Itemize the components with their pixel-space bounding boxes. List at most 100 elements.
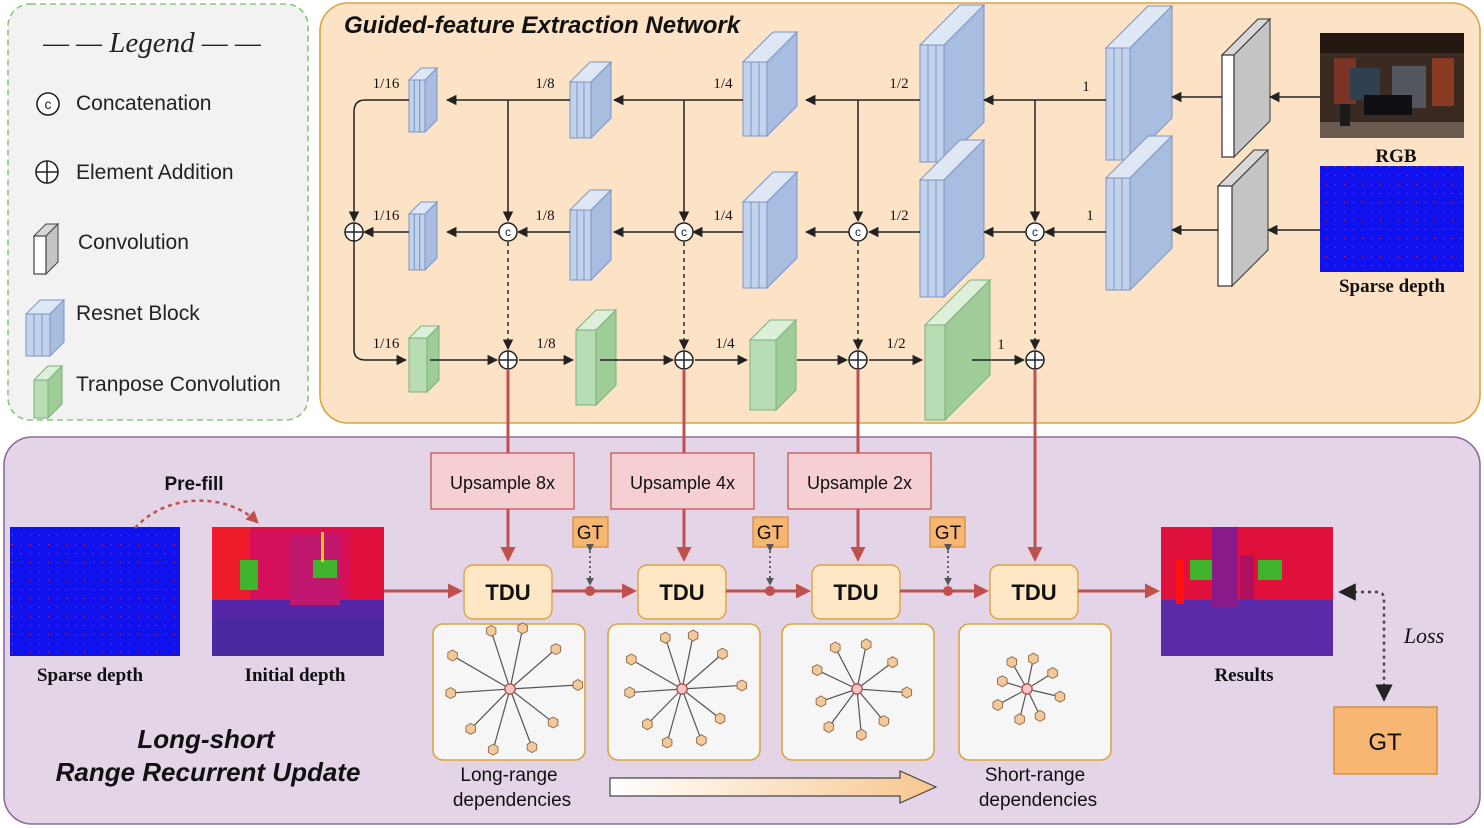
gt-box-2 — [752, 516, 789, 548]
concat-1-4: c — [674, 222, 694, 242]
gt-label-1: GT — [577, 523, 604, 544]
scale-top-1-2: 1/2 — [889, 76, 908, 92]
transpose-conv-icon — [32, 364, 64, 420]
tdu-label-4: TDU — [1011, 580, 1056, 605]
gt-label-3: GT — [935, 523, 962, 544]
sparse-depth-input-label: Sparse depth — [1339, 276, 1446, 297]
initial-depth-image — [212, 527, 384, 656]
scale-bot-1: 1 — [997, 337, 1005, 353]
scale-top-1-4: 1/4 — [713, 76, 733, 92]
recurrent-title-line1: Long-short — [137, 724, 276, 754]
upsample-4x-label: Upsample 4x — [630, 473, 735, 493]
legend-concatenation: Concatenation — [76, 92, 211, 115]
scale-bot-1-4: 1/4 — [715, 336, 735, 352]
tdu-label-3: TDU — [833, 580, 878, 605]
legend-title: — — Legend — — — [42, 27, 261, 59]
resnet-depth-1-16 — [407, 200, 439, 272]
recurrent-title-line2: Range Recurrent Update — [56, 757, 361, 787]
rgb-image — [1320, 33, 1464, 138]
legend-panel: — — Legend — — c Concatenation Element A… — [7, 3, 309, 421]
svg-text:c: c — [45, 96, 52, 112]
gt-node-3 — [943, 586, 953, 596]
gt-node-1 — [585, 586, 595, 596]
gt-final-label: GT — [1368, 729, 1402, 756]
scale-mid-1: 1 — [1086, 208, 1094, 224]
resnet-rgb-1-16 — [407, 66, 439, 134]
prefill-arrow — [134, 499, 259, 529]
upsample-8x-box — [430, 452, 575, 510]
add-1 — [1025, 350, 1045, 370]
scale-top-1-8: 1/8 — [535, 76, 554, 92]
svg-text:c: c — [681, 225, 687, 239]
long-range-label-2: dependencies — [453, 790, 571, 811]
add-1-8 — [498, 350, 518, 370]
tconv-1 — [923, 278, 992, 422]
gt-final-box — [1333, 706, 1438, 775]
short-range-label-1: Short-range — [985, 765, 1085, 786]
dep-graph-long — [432, 622, 586, 761]
legend-convolution: Convolution — [78, 231, 189, 254]
results-label: Results — [1214, 665, 1273, 686]
guided-panel-title: Guided-feature Extraction Network — [344, 12, 742, 39]
sparse-depth-image — [10, 527, 180, 656]
loop-1-16-to-add — [348, 99, 409, 223]
svg-text:c: c — [505, 225, 511, 239]
add-1-2 — [848, 350, 868, 370]
concat-icon: c — [36, 92, 60, 116]
loss-arrow — [1338, 583, 1393, 702]
concat-1-2: c — [848, 222, 868, 242]
long-range-label-1: Long-range — [460, 765, 557, 786]
dep-graph-short — [958, 623, 1112, 761]
scale-top-1-16: 1/16 — [373, 76, 400, 92]
concat-1-8: c — [498, 222, 518, 242]
add-1-16 — [344, 222, 364, 242]
scale-mid-1-2: 1/2 — [889, 208, 908, 224]
resnet-rgb-1-8 — [568, 60, 613, 140]
scale-bot-1-8: 1/8 — [536, 336, 555, 352]
scale-mid-1-8: 1/8 — [535, 208, 554, 224]
svg-text:c: c — [855, 225, 861, 239]
svg-text:c: c — [1032, 225, 1038, 239]
dep-graph-mid-short — [781, 623, 935, 761]
legend-resnet-block: Resnet Block — [76, 302, 200, 325]
upsample-4x-box — [610, 452, 755, 510]
rgb-label: RGB — [1375, 146, 1417, 167]
resnet-depth-1-4 — [741, 170, 799, 290]
add-1-4 — [674, 350, 694, 370]
sparse-depth-input-image — [1320, 166, 1464, 272]
resnet-depth-1-8 — [568, 188, 613, 282]
add-to-tconv-1-16 — [353, 241, 408, 366]
dep-graph-mid-long — [607, 623, 761, 761]
results-image — [1161, 527, 1333, 656]
resnet-icon — [24, 298, 66, 358]
sparse-depth-label: Sparse depth — [37, 665, 144, 686]
gt-node-2 — [765, 586, 775, 596]
tconv-1-2 — [748, 318, 798, 412]
gt-label-2: GT — [757, 523, 784, 544]
scale-mid-1-4: 1/4 — [713, 208, 733, 224]
resnet-depth-1-2 — [918, 138, 986, 299]
resnet-rgb-1-2 — [918, 3, 986, 164]
legend-element-addition: Element Addition — [76, 161, 234, 184]
gt-box-1 — [572, 516, 609, 548]
loss-label: Loss — [1403, 623, 1444, 648]
scale-top-1: 1 — [1082, 79, 1090, 95]
initial-depth-label: Initial depth — [245, 665, 346, 686]
tdu-label-1: TDU — [485, 580, 530, 605]
tconv-1-4 — [574, 308, 618, 407]
short-range-label-2: dependencies — [979, 790, 1097, 811]
prefill-label: Pre-fill — [164, 474, 223, 495]
depth-conv-layer — [1216, 148, 1270, 288]
concat-1: c — [1025, 222, 1045, 242]
rgb-conv-layer — [1220, 17, 1272, 159]
convolution-icon — [32, 222, 60, 276]
legend-transpose-convolution: Tranpose Convolution — [76, 373, 281, 396]
upsample-8x-label: Upsample 8x — [450, 473, 555, 493]
tdu-label-2: TDU — [659, 580, 704, 605]
tconv-1-8 — [407, 324, 441, 394]
resnet-depth-1 — [1104, 134, 1174, 292]
add-icon — [35, 160, 59, 184]
upsample-2x-label: Upsample 2x — [807, 473, 912, 493]
resnet-rgb-1 — [1104, 4, 1174, 162]
